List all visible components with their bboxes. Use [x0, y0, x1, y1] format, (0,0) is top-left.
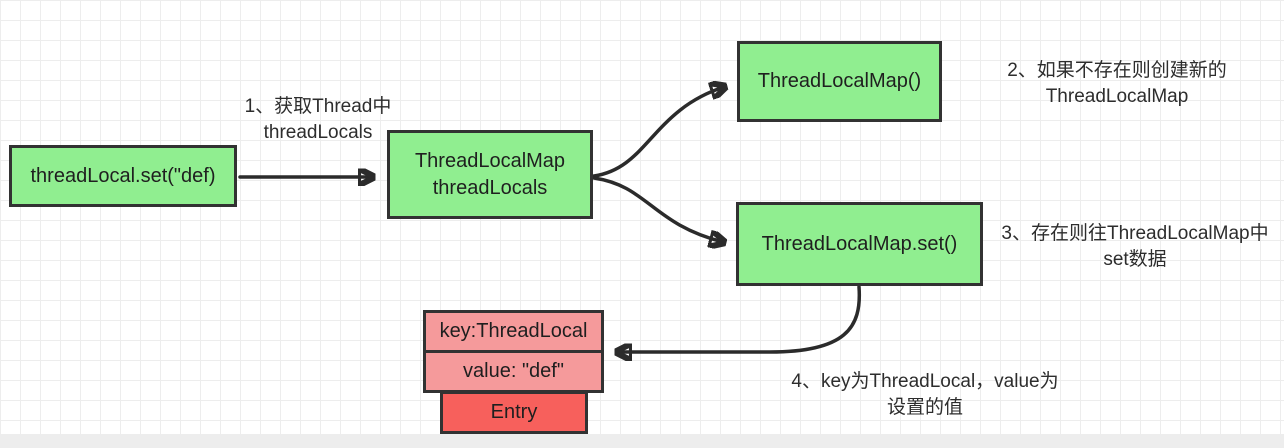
- node-label: ThreadLocalMap.set(): [761, 232, 958, 255]
- annotation-line1: 2、如果不存在则创建新的: [1007, 60, 1227, 81]
- annotation-line1: 3、存在则往ThreadLocalMap中: [1001, 223, 1269, 244]
- arrow-map-to-constructor[interactable]: [592, 87, 724, 178]
- arrow-map-to-set[interactable]: [592, 176, 723, 242]
- annotation-step-2[interactable]: 2、如果不存在则创建新的 ThreadLocalMap: [950, 58, 1284, 110]
- node-threadlocal-set-call[interactable]: threadLocal.set("def): [9, 145, 237, 207]
- annotation-line1: 1、获取Thread中: [244, 96, 392, 117]
- annotation-step-1[interactable]: 1、获取Thread中 threadLocals: [218, 94, 418, 146]
- node-label: value: "def": [463, 360, 564, 382]
- annotation-line2: threadLocals: [263, 122, 373, 143]
- annotation-line2: 设置的值: [886, 397, 963, 418]
- node-label: Entry: [490, 401, 538, 423]
- node-label: threadLocal.set("def): [30, 164, 216, 187]
- node-entry-key[interactable]: key:ThreadLocal: [423, 310, 604, 353]
- annotation-line2: set数据: [1103, 249, 1167, 270]
- node-threadlocalmap-set[interactable]: ThreadLocalMap.set(): [736, 202, 983, 286]
- node-threadlocalmap-threadlocals[interactable]: ThreadLocalMap threadLocals: [387, 130, 593, 219]
- canvas-bottom-strip: [0, 434, 1284, 448]
- node-label-line2: threadLocals: [432, 176, 548, 199]
- node-label-line1: ThreadLocalMap: [414, 149, 566, 172]
- node-entry-value[interactable]: value: "def": [423, 350, 604, 393]
- node-label: ThreadLocalMap(): [757, 70, 922, 92]
- annotation-line1: 4、key为ThreadLocal，value为: [791, 371, 1059, 392]
- arrow-set-to-entry[interactable]: [618, 285, 862, 352]
- node-label: key:ThreadLocal: [439, 320, 588, 342]
- node-entry[interactable]: Entry: [440, 391, 588, 434]
- node-threadlocalmap-constructor[interactable]: ThreadLocalMap(): [737, 41, 942, 122]
- annotation-step-4[interactable]: 4、key为ThreadLocal，value为 设置的值: [765, 369, 1085, 421]
- annotation-step-3[interactable]: 3、存在则往ThreadLocalMap中 set数据: [986, 221, 1284, 273]
- annotation-line2: ThreadLocalMap: [1045, 86, 1189, 107]
